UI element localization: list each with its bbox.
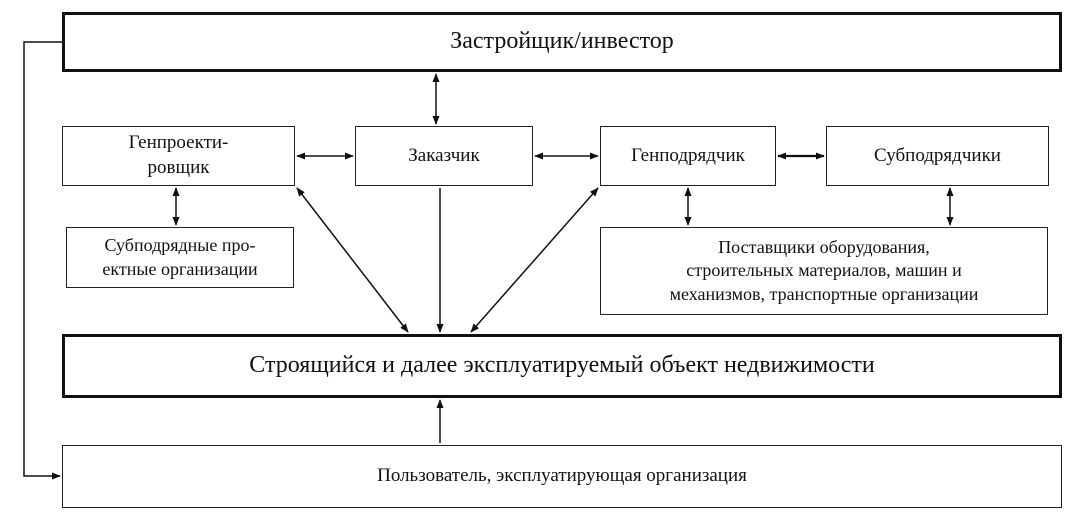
user-box: Пользователь, эксплуатирующая организаци… xyxy=(62,445,1062,508)
design-subcontractors-label: Субподрядные про- ектные организации xyxy=(102,235,258,279)
arrow-investor-user xyxy=(23,41,62,480)
suppliers-box: Поставщики оборудования, строительных ма… xyxy=(600,227,1048,315)
arrow-gencontractor-object xyxy=(470,187,599,333)
investor-box: Застройщик/инвестор xyxy=(62,12,1062,72)
customer-box: Заказчик xyxy=(355,126,533,186)
investor-label: Застройщик/инвестор xyxy=(450,28,674,55)
real-estate-object-label: Строящийся и далее эксплуатируемый объек… xyxy=(249,352,875,379)
user-label: Пользователь, эксплуатирующая организаци… xyxy=(377,465,747,487)
general-designer-label: Генпроекти- ровщик xyxy=(128,132,229,178)
general-contractor-box: Генподрядчик xyxy=(600,126,776,186)
general-contractor-label: Генподрядчик xyxy=(631,144,745,166)
subcontractors-box: Субподрядчики xyxy=(826,126,1049,186)
design-subcontractors-box: Субподрядные про- ектные организации xyxy=(66,227,294,288)
customer-label: Заказчик xyxy=(408,144,480,166)
arrow-gendesigner-object xyxy=(296,187,409,333)
general-designer-box: Генпроекти- ровщик xyxy=(62,126,295,186)
subcontractors-label: Субподрядчики xyxy=(874,144,1001,166)
suppliers-label: Поставщики оборудования, строительных ма… xyxy=(669,236,979,304)
real-estate-object-box: Строящийся и далее эксплуатируемый объек… xyxy=(62,334,1062,398)
